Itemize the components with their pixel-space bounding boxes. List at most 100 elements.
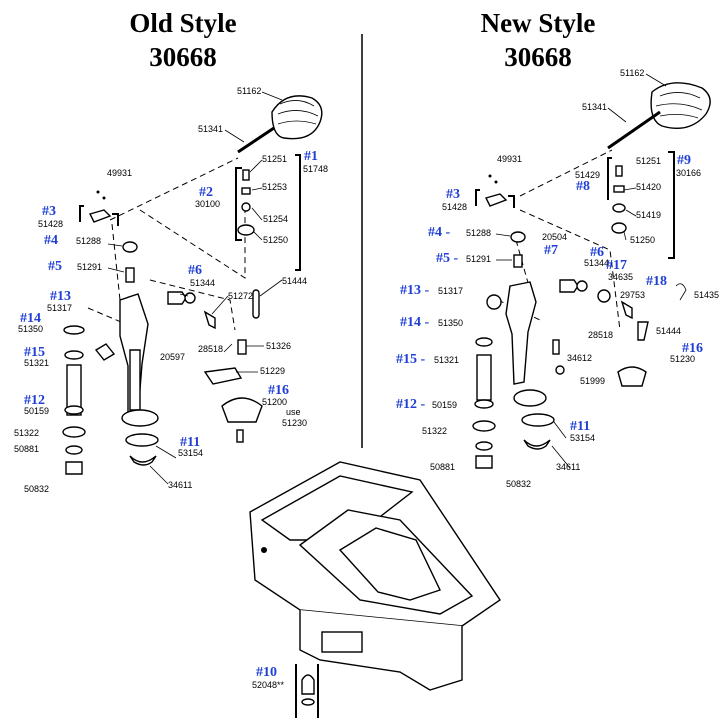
old-style-number: 30668 bbox=[149, 42, 217, 72]
ref-number: #9 bbox=[677, 153, 691, 168]
ref-number: #1 bbox=[304, 149, 318, 164]
new-flapper bbox=[617, 366, 647, 387]
new-style-title: New Style bbox=[481, 8, 596, 38]
part-number: 51317 bbox=[438, 286, 463, 296]
new-overflow-tube bbox=[476, 354, 492, 401]
part-number: 49931 bbox=[497, 154, 522, 164]
part-number: 51435 bbox=[694, 290, 719, 300]
part-number: 51428 bbox=[38, 219, 63, 229]
part-number: 30166 bbox=[676, 168, 701, 178]
part-number: 51291 bbox=[466, 254, 491, 264]
ref-number: #6 bbox=[188, 263, 202, 278]
old-style-labels: 51162 51341 #1 51251 51748 49931 51253 #… bbox=[14, 86, 328, 494]
part-number: 51230 bbox=[282, 418, 307, 428]
part-number: 51317 bbox=[47, 303, 72, 313]
part-number: 51344 bbox=[584, 258, 609, 268]
old-style-drawing bbox=[62, 95, 323, 475]
part-number: 50832 bbox=[24, 484, 49, 494]
part-number: 34635 bbox=[608, 272, 633, 282]
part-number: 30100 bbox=[195, 199, 220, 209]
part-number: 51200 bbox=[262, 397, 287, 407]
part-number: 51162 bbox=[620, 68, 644, 78]
part-number: 51429 bbox=[575, 170, 600, 180]
part-number: 34611 bbox=[556, 462, 580, 472]
part-number: 51999 bbox=[580, 376, 605, 386]
ref-number: #11 bbox=[180, 435, 200, 450]
part-number: 20597 bbox=[160, 352, 185, 362]
leader-lines bbox=[107, 73, 667, 485]
part-number: 51230 bbox=[670, 354, 695, 364]
part-number: 52048** bbox=[252, 680, 285, 690]
part-number: 51341 bbox=[582, 102, 607, 112]
ref-number: #10 bbox=[256, 665, 277, 680]
part-number: 51162 bbox=[237, 86, 261, 96]
old-style-title: Old Style bbox=[129, 8, 236, 38]
ref-number: #6 bbox=[590, 245, 604, 260]
part-number: 51326 bbox=[266, 341, 291, 351]
ref-number: #12 bbox=[24, 393, 45, 408]
part-number: 51250 bbox=[630, 235, 655, 245]
ref-number: #14 bbox=[20, 311, 41, 326]
part-number: 49931 bbox=[107, 168, 132, 178]
part-number: 51250 bbox=[263, 235, 288, 245]
ref-number: #7 bbox=[544, 243, 558, 258]
part-number: 50832 bbox=[506, 479, 531, 489]
part-number: 51444 bbox=[282, 276, 307, 286]
part-number: 51428 bbox=[442, 202, 467, 212]
ref-number: #13 bbox=[50, 289, 71, 304]
part-number: 51288 bbox=[466, 228, 491, 238]
part-number: 50159 bbox=[432, 400, 457, 410]
ref-number: #15 bbox=[24, 345, 45, 360]
part-number: 29753 bbox=[620, 290, 645, 300]
part-number: 28518 bbox=[588, 330, 613, 340]
part-number: 51419 bbox=[636, 210, 661, 220]
part-number: 50881 bbox=[430, 462, 455, 472]
ref-number: #14 - bbox=[400, 315, 430, 330]
ref-number: #16 bbox=[268, 383, 289, 398]
part-number: 51254 bbox=[263, 214, 288, 224]
part-number: 51350 bbox=[18, 324, 43, 334]
ref-number: #5 - bbox=[436, 251, 459, 266]
toilet-bowl-drawing bbox=[249, 461, 501, 718]
part-number: 51251 bbox=[262, 154, 287, 164]
old-flapper bbox=[221, 397, 263, 423]
part-number: 34612 bbox=[567, 353, 592, 363]
part-number: 34611 bbox=[168, 480, 192, 490]
ref-number: #15 - bbox=[396, 352, 426, 367]
part-number: 28518 bbox=[198, 344, 223, 354]
part-number: 51344 bbox=[190, 278, 215, 288]
part-number: 51341 bbox=[198, 124, 223, 134]
ref-number: #5 bbox=[48, 259, 62, 274]
part-number: 50159 bbox=[24, 406, 49, 416]
ref-number: #3 bbox=[42, 204, 56, 219]
ref-number: #4 - bbox=[428, 225, 451, 240]
part-number: 51444 bbox=[656, 326, 681, 336]
part-number: 51321 bbox=[434, 355, 459, 365]
part-number: 51288 bbox=[76, 236, 101, 246]
new-style-number: 30668 bbox=[504, 42, 572, 72]
ref-number: #3 bbox=[446, 187, 460, 202]
part-number: 51748 bbox=[303, 164, 328, 174]
new-style-drawing bbox=[472, 82, 711, 469]
new-float-rod bbox=[607, 110, 661, 150]
part-number: 51272 bbox=[228, 291, 253, 301]
part-number: 20504 bbox=[542, 232, 567, 242]
part-number: 50881 bbox=[14, 444, 39, 454]
ref-number: #12 - bbox=[396, 397, 426, 412]
part-number: 51322 bbox=[14, 428, 39, 438]
ref-number: #11 bbox=[570, 419, 590, 434]
ref-number: #18 bbox=[646, 274, 667, 289]
old-float-rod bbox=[237, 126, 275, 154]
ref-number: #13 - bbox=[400, 283, 430, 298]
part-number: 51420 bbox=[636, 182, 661, 192]
part-number: 51291 bbox=[77, 262, 102, 272]
ref-number: #8 bbox=[576, 179, 590, 194]
ref-number: #4 bbox=[44, 233, 58, 248]
ref-number: #16 bbox=[682, 341, 703, 356]
ref-number: #17 bbox=[606, 258, 627, 273]
new-float-ball bbox=[650, 82, 711, 129]
part-number: use bbox=[286, 407, 301, 417]
ref-number: #2 bbox=[199, 185, 213, 200]
old-overflow-tube bbox=[66, 364, 82, 416]
